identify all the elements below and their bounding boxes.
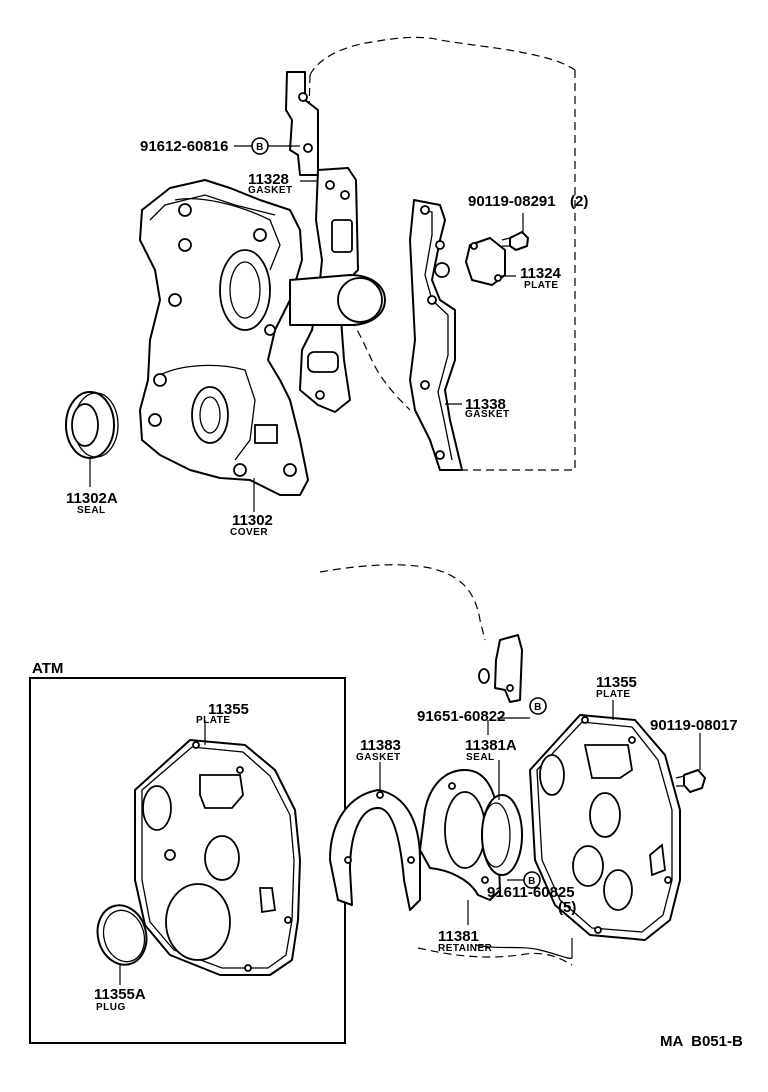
bolt-90119-08291 [501, 231, 529, 251]
b-marker-91611: B [523, 871, 541, 889]
label-11328-name: GASKET [248, 185, 293, 196]
catalog-code: MA B051-B [660, 1033, 743, 1050]
engine-block-outline-bottom [319, 564, 573, 966]
label-91651: 91651-60822 [417, 708, 505, 725]
label-11324: 11324 [520, 265, 562, 282]
seal-11302A [65, 391, 119, 459]
label-11355A-name: PLUG [96, 1002, 126, 1013]
label-11328: 11328 [248, 171, 289, 188]
label-11355-atm: 11355 [208, 701, 249, 718]
seal-11381A [481, 794, 523, 876]
label-90119-08291-qty: (2) [570, 193, 588, 210]
label-91612: 91612-60816 [140, 138, 228, 155]
label-91611: 91611-60825 [487, 884, 575, 901]
plate-11355-atm [134, 739, 301, 976]
label-11302A: 11302A [66, 490, 118, 507]
gasket-11338 [409, 199, 463, 471]
engine-block-outline-top [307, 36, 576, 471]
label-11383-name: GASKET [356, 752, 401, 763]
label-11302A-name: SEAL [77, 505, 106, 516]
label-11355: 11355 [596, 674, 637, 691]
label-11302-name: COVER [230, 527, 268, 538]
plate-11324 [465, 237, 506, 286]
svg-text:B: B [528, 876, 536, 887]
leader-lines-bottom [119, 700, 701, 985]
atm-heading: ATM [32, 660, 63, 677]
label-11355-atm-name: PLATE [196, 715, 231, 726]
label-90119-08017: 90119-08017 [650, 717, 738, 734]
mount-bracket-bottom [478, 634, 523, 703]
label-11381A: 11381A [465, 737, 517, 754]
label-11381: 11381 [438, 928, 479, 945]
leader-lines-top [89, 145, 524, 512]
label-11381-name: RETAINER [438, 943, 493, 954]
label-11381A-name: SEAL [466, 752, 495, 763]
timing-cover-11302 [139, 179, 386, 496]
svg-text:B: B [256, 142, 264, 153]
bolt-90119-08017 [675, 769, 706, 793]
label-11355-name: PLATE [596, 689, 631, 700]
label-90119-08291: 90119-08291 [468, 193, 556, 210]
label-11383: 11383 [360, 737, 401, 754]
label-11324-name: PLATE [524, 280, 559, 291]
label-11355A: 11355A [94, 986, 146, 1003]
b-marker-top: B [251, 137, 269, 155]
plug-11355A [96, 904, 148, 966]
b-marker-91651: B [529, 697, 547, 715]
label-91611-qty: (5) [558, 899, 576, 916]
label-11338: 11338 [465, 396, 506, 413]
label-11338-name: GASKET [465, 409, 510, 420]
gasket-11383 [329, 789, 421, 911]
label-11302: 11302 [232, 512, 273, 529]
svg-text:B: B [534, 702, 542, 713]
mount-bracket-top [285, 71, 319, 176]
plate-11355 [529, 714, 681, 941]
